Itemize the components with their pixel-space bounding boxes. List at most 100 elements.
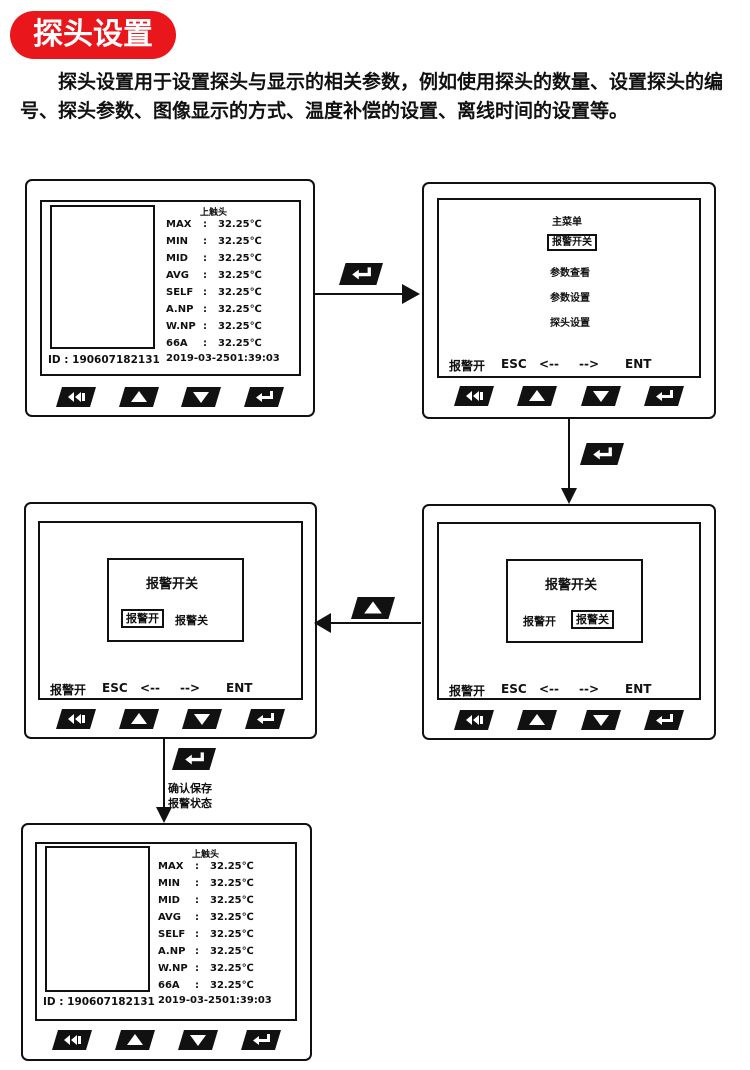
- enter-key-icon[interactable]: [243, 387, 284, 407]
- readout-colon: :: [195, 912, 199, 923]
- back-key-icon[interactable]: [56, 387, 97, 407]
- readout-value: 32.25℃: [210, 861, 254, 872]
- device-id: ID : 190607182131: [48, 354, 160, 366]
- softkey-ent[interactable]: ENT: [226, 681, 253, 695]
- device-id: ID : 190607182131: [43, 996, 155, 1008]
- alarm-on-option[interactable]: 报警开: [523, 615, 556, 628]
- alarm-off-option[interactable]: 报警关: [571, 610, 614, 629]
- menu-item-alarm-switch[interactable]: 报警开关: [547, 234, 597, 251]
- readout-label: 66A: [158, 980, 180, 991]
- up-key-icon[interactable]: [517, 386, 558, 406]
- up-key-icon[interactable]: [118, 709, 159, 729]
- bottom-bar: 报警开 ESC <-- --> ENT: [449, 357, 689, 373]
- softkey-ent[interactable]: ENT: [625, 357, 652, 371]
- key-row: [27, 387, 313, 407]
- alarm-off-option[interactable]: 报警关: [175, 614, 208, 627]
- readout-colon: :: [203, 287, 207, 298]
- readout-label: MIN: [158, 878, 181, 889]
- readout-colon: :: [203, 321, 207, 332]
- readout-colon: :: [203, 253, 207, 264]
- softkey-right[interactable]: -->: [579, 682, 600, 696]
- back-key-icon[interactable]: [55, 709, 96, 729]
- readout-colon: :: [195, 878, 199, 889]
- down-key-icon[interactable]: [580, 710, 621, 730]
- enter-key-icon[interactable]: [245, 709, 286, 729]
- readout-colon: :: [203, 236, 207, 247]
- alarm-on-option[interactable]: 报警开: [121, 609, 164, 628]
- confirm-note-line-2: 报警状态: [168, 797, 212, 810]
- readout-label: MIN: [166, 236, 189, 247]
- arrow-3-head: [314, 613, 331, 633]
- up-key-icon[interactable]: [115, 1030, 156, 1050]
- back-key-icon[interactable]: [453, 386, 494, 406]
- softkey-alarm-on[interactable]: 报警开: [50, 683, 87, 697]
- readout-label: MAX: [166, 219, 192, 230]
- readout-label: W.NP: [158, 963, 188, 974]
- readout-value: 32.25℃: [210, 980, 254, 991]
- softkey-esc[interactable]: ESC: [102, 681, 128, 695]
- arrow-2-head: [561, 488, 577, 504]
- readout-value: 32.25℃: [210, 878, 254, 889]
- alarm-dialog-title: 报警开关: [146, 577, 199, 592]
- softkey-right[interactable]: -->: [579, 357, 600, 371]
- softkey-esc[interactable]: ESC: [501, 357, 527, 371]
- softkey-left[interactable]: <--: [539, 682, 560, 696]
- readout-value: 32.25℃: [210, 929, 254, 940]
- softkey-right[interactable]: -->: [180, 681, 201, 695]
- readout-value: 32.25℃: [218, 287, 262, 298]
- down-key-icon[interactable]: [580, 386, 621, 406]
- menu-item-param-view[interactable]: 参数查看: [550, 268, 590, 279]
- menu-item-param-set[interactable]: 参数设置: [550, 293, 590, 304]
- softkey-left[interactable]: <--: [140, 681, 161, 695]
- readout-label: W.NP: [166, 321, 196, 332]
- readout-colon: :: [203, 304, 207, 315]
- softkey-esc[interactable]: ESC: [501, 682, 527, 696]
- down-key-icon[interactable]: [181, 387, 222, 407]
- softkey-ent[interactable]: ENT: [625, 682, 652, 696]
- readout-value: 32.25℃: [210, 963, 254, 974]
- arrow-2-enter-icon: [580, 443, 624, 469]
- readout-colon: :: [195, 929, 199, 940]
- device-alarm-on: 报警开关 报警开 报警关 报警开 ESC <-- --> ENT: [24, 502, 317, 739]
- readout-colon: :: [195, 895, 199, 906]
- bottom-bar: 报警开 ESC <-- --> ENT: [449, 682, 689, 698]
- softkey-alarm-on[interactable]: 报警开: [449, 359, 486, 373]
- readout-colon: :: [195, 946, 199, 957]
- down-key-icon[interactable]: [182, 709, 223, 729]
- readout-heading: 上触头: [192, 850, 220, 860]
- readout-label: SELF: [166, 287, 194, 298]
- readout-label: A.NP: [158, 946, 186, 957]
- key-row: [26, 709, 315, 729]
- enter-key-icon[interactable]: [644, 386, 685, 406]
- back-key-icon[interactable]: [52, 1030, 93, 1050]
- key-row: [424, 710, 714, 730]
- alarm-dialog: 报警开关 报警开 报警关: [107, 558, 244, 642]
- key-row: [23, 1030, 310, 1050]
- softkey-alarm-on[interactable]: 报警开: [449, 684, 486, 698]
- readout-time: 01:39:03: [222, 995, 272, 1006]
- readout-date: 2019-03-25: [166, 353, 230, 364]
- up-key-icon[interactable]: [517, 710, 558, 730]
- readout-value: 32.25℃: [218, 253, 262, 264]
- up-key-icon[interactable]: [118, 387, 159, 407]
- softkey-left[interactable]: <--: [539, 357, 560, 371]
- readout-value: 32.25℃: [210, 946, 254, 957]
- screen: 报警开关 报警开 报警关 报警开 ESC <-- --> ENT: [38, 521, 303, 700]
- readout-colon: :: [203, 219, 207, 230]
- menu-item-probe-set[interactable]: 探头设置: [550, 318, 590, 329]
- readout-time: 01:39:03: [230, 353, 280, 364]
- readout-value: 32.25℃: [210, 912, 254, 923]
- back-key-icon[interactable]: [453, 710, 494, 730]
- enter-key-icon[interactable]: [240, 1030, 281, 1050]
- image-area: [50, 205, 155, 349]
- readout-value: 32.25℃: [218, 321, 262, 332]
- down-key-icon[interactable]: [177, 1030, 218, 1050]
- readout-label: MID: [166, 253, 188, 264]
- readout-label: AVG: [158, 912, 182, 923]
- enter-key-icon[interactable]: [644, 710, 685, 730]
- confirm-note-line-1: 确认保存: [168, 782, 212, 795]
